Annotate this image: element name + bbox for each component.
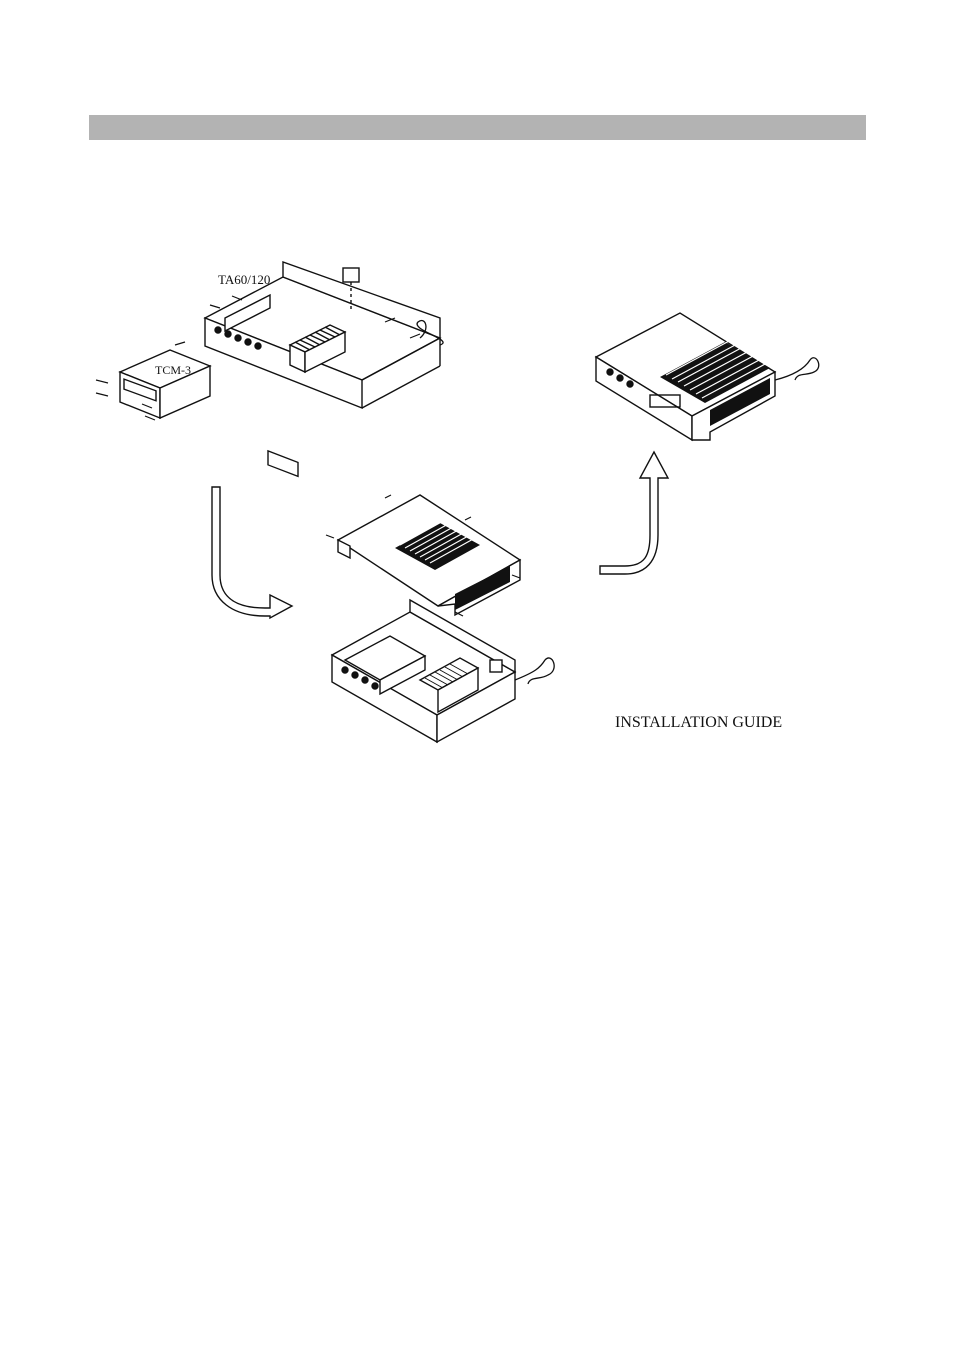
step-arrow-2 — [600, 452, 668, 574]
chassis-with-module — [332, 600, 554, 742]
installation-guide-caption: INSTALLATION GUIDE — [615, 714, 782, 731]
open-amplifier-chassis — [205, 262, 443, 476]
step-arrow-1 — [212, 487, 292, 618]
amplifier-model-label: TA60/120 — [218, 272, 270, 287]
module-model-label: TCM-3 — [155, 363, 191, 377]
finished-amplifier — [596, 313, 819, 440]
cover-panel — [326, 495, 520, 616]
tcm-module — [96, 342, 210, 420]
